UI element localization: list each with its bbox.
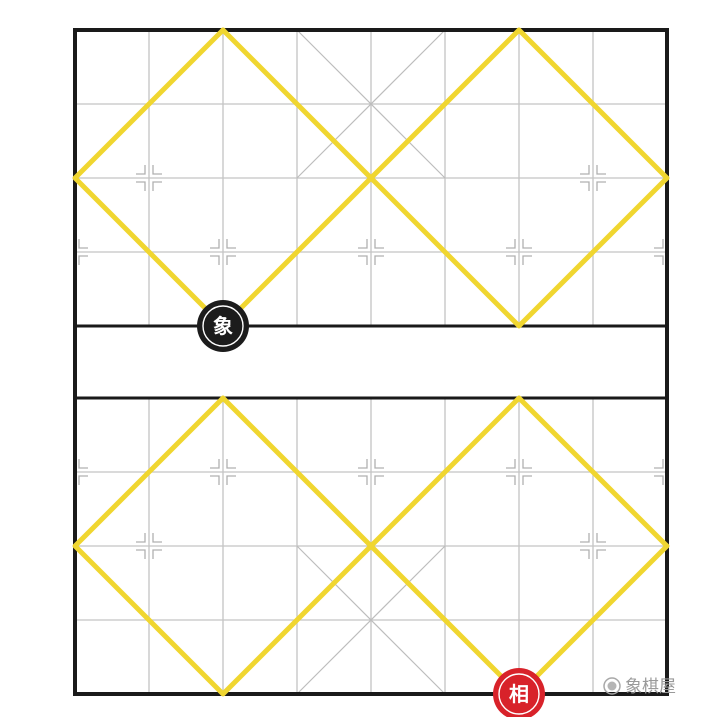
position-mark: [596, 181, 606, 191]
position-mark: [580, 533, 590, 543]
piece-label: 相: [509, 682, 529, 706]
position-mark: [358, 239, 368, 249]
piece-disc: [493, 668, 545, 717]
position-mark: [506, 255, 516, 265]
position-mark: [374, 475, 384, 485]
board-grid: [75, 30, 667, 694]
piece-black-elephant: 象: [197, 300, 249, 352]
piece-label: 象: [213, 314, 233, 338]
position-mark: [358, 255, 368, 265]
position-mark: [506, 475, 516, 485]
position-mark: [78, 459, 88, 469]
piece-disc: [197, 300, 249, 352]
position-mark: [358, 475, 368, 485]
position-mark: [596, 533, 606, 543]
position-mark: [78, 475, 88, 485]
position-mark: [522, 239, 532, 249]
pieces-layer: 象相: [197, 300, 545, 717]
position-mark: [506, 459, 516, 469]
watermark-logo-icon: [603, 677, 621, 695]
elephant-move-paths: [72, 27, 670, 697]
position-mark: [136, 533, 146, 543]
piece-ring: [202, 305, 244, 347]
position-mark: [374, 239, 384, 249]
position-mark: [210, 475, 220, 485]
position-mark: [596, 165, 606, 175]
position-mark: [78, 255, 88, 265]
position-mark: [136, 165, 146, 175]
position-mark: [152, 549, 162, 559]
palace-diagonal: [296, 545, 446, 695]
position-mark: [374, 459, 384, 469]
board-frame: [73, 28, 669, 696]
watermark-text: 象棋屋: [625, 677, 676, 697]
position-mark: [226, 255, 236, 265]
piece-red-minister: 相: [493, 668, 545, 717]
position-mark: [596, 549, 606, 559]
position-mark: [506, 239, 516, 249]
position-mark: [152, 533, 162, 543]
position-mark: [358, 459, 368, 469]
position-mark: [580, 165, 590, 175]
position-mark: [580, 181, 590, 191]
board-border: [73, 28, 669, 696]
position-mark: [136, 181, 146, 191]
position-marks: [78, 165, 664, 559]
elephant-path-red: [368, 395, 670, 697]
position-mark: [580, 549, 590, 559]
position-mark: [522, 475, 532, 485]
position-mark: [210, 255, 220, 265]
elephant-path-red: [72, 395, 374, 697]
position-mark: [654, 475, 664, 485]
palace-diagonals: [296, 29, 446, 695]
position-mark: [152, 165, 162, 175]
position-mark: [226, 475, 236, 485]
position-mark: [136, 549, 146, 559]
position-mark: [210, 459, 220, 469]
position-mark: [78, 239, 88, 249]
watermark: 象棋屋: [603, 677, 676, 697]
elephant-path-black: [72, 27, 374, 329]
position-mark: [522, 459, 532, 469]
position-mark: [374, 255, 384, 265]
palace-diagonal: [296, 29, 446, 179]
position-mark: [654, 255, 664, 265]
position-mark: [210, 239, 220, 249]
elephant-path-black: [220, 27, 374, 181]
position-mark: [226, 239, 236, 249]
position-mark: [654, 239, 664, 249]
position-mark: [522, 255, 532, 265]
position-mark: [226, 459, 236, 469]
position-mark: [152, 181, 162, 191]
piece-ring: [498, 673, 540, 715]
position-mark: [654, 459, 664, 469]
elephant-path-black: [368, 27, 670, 329]
